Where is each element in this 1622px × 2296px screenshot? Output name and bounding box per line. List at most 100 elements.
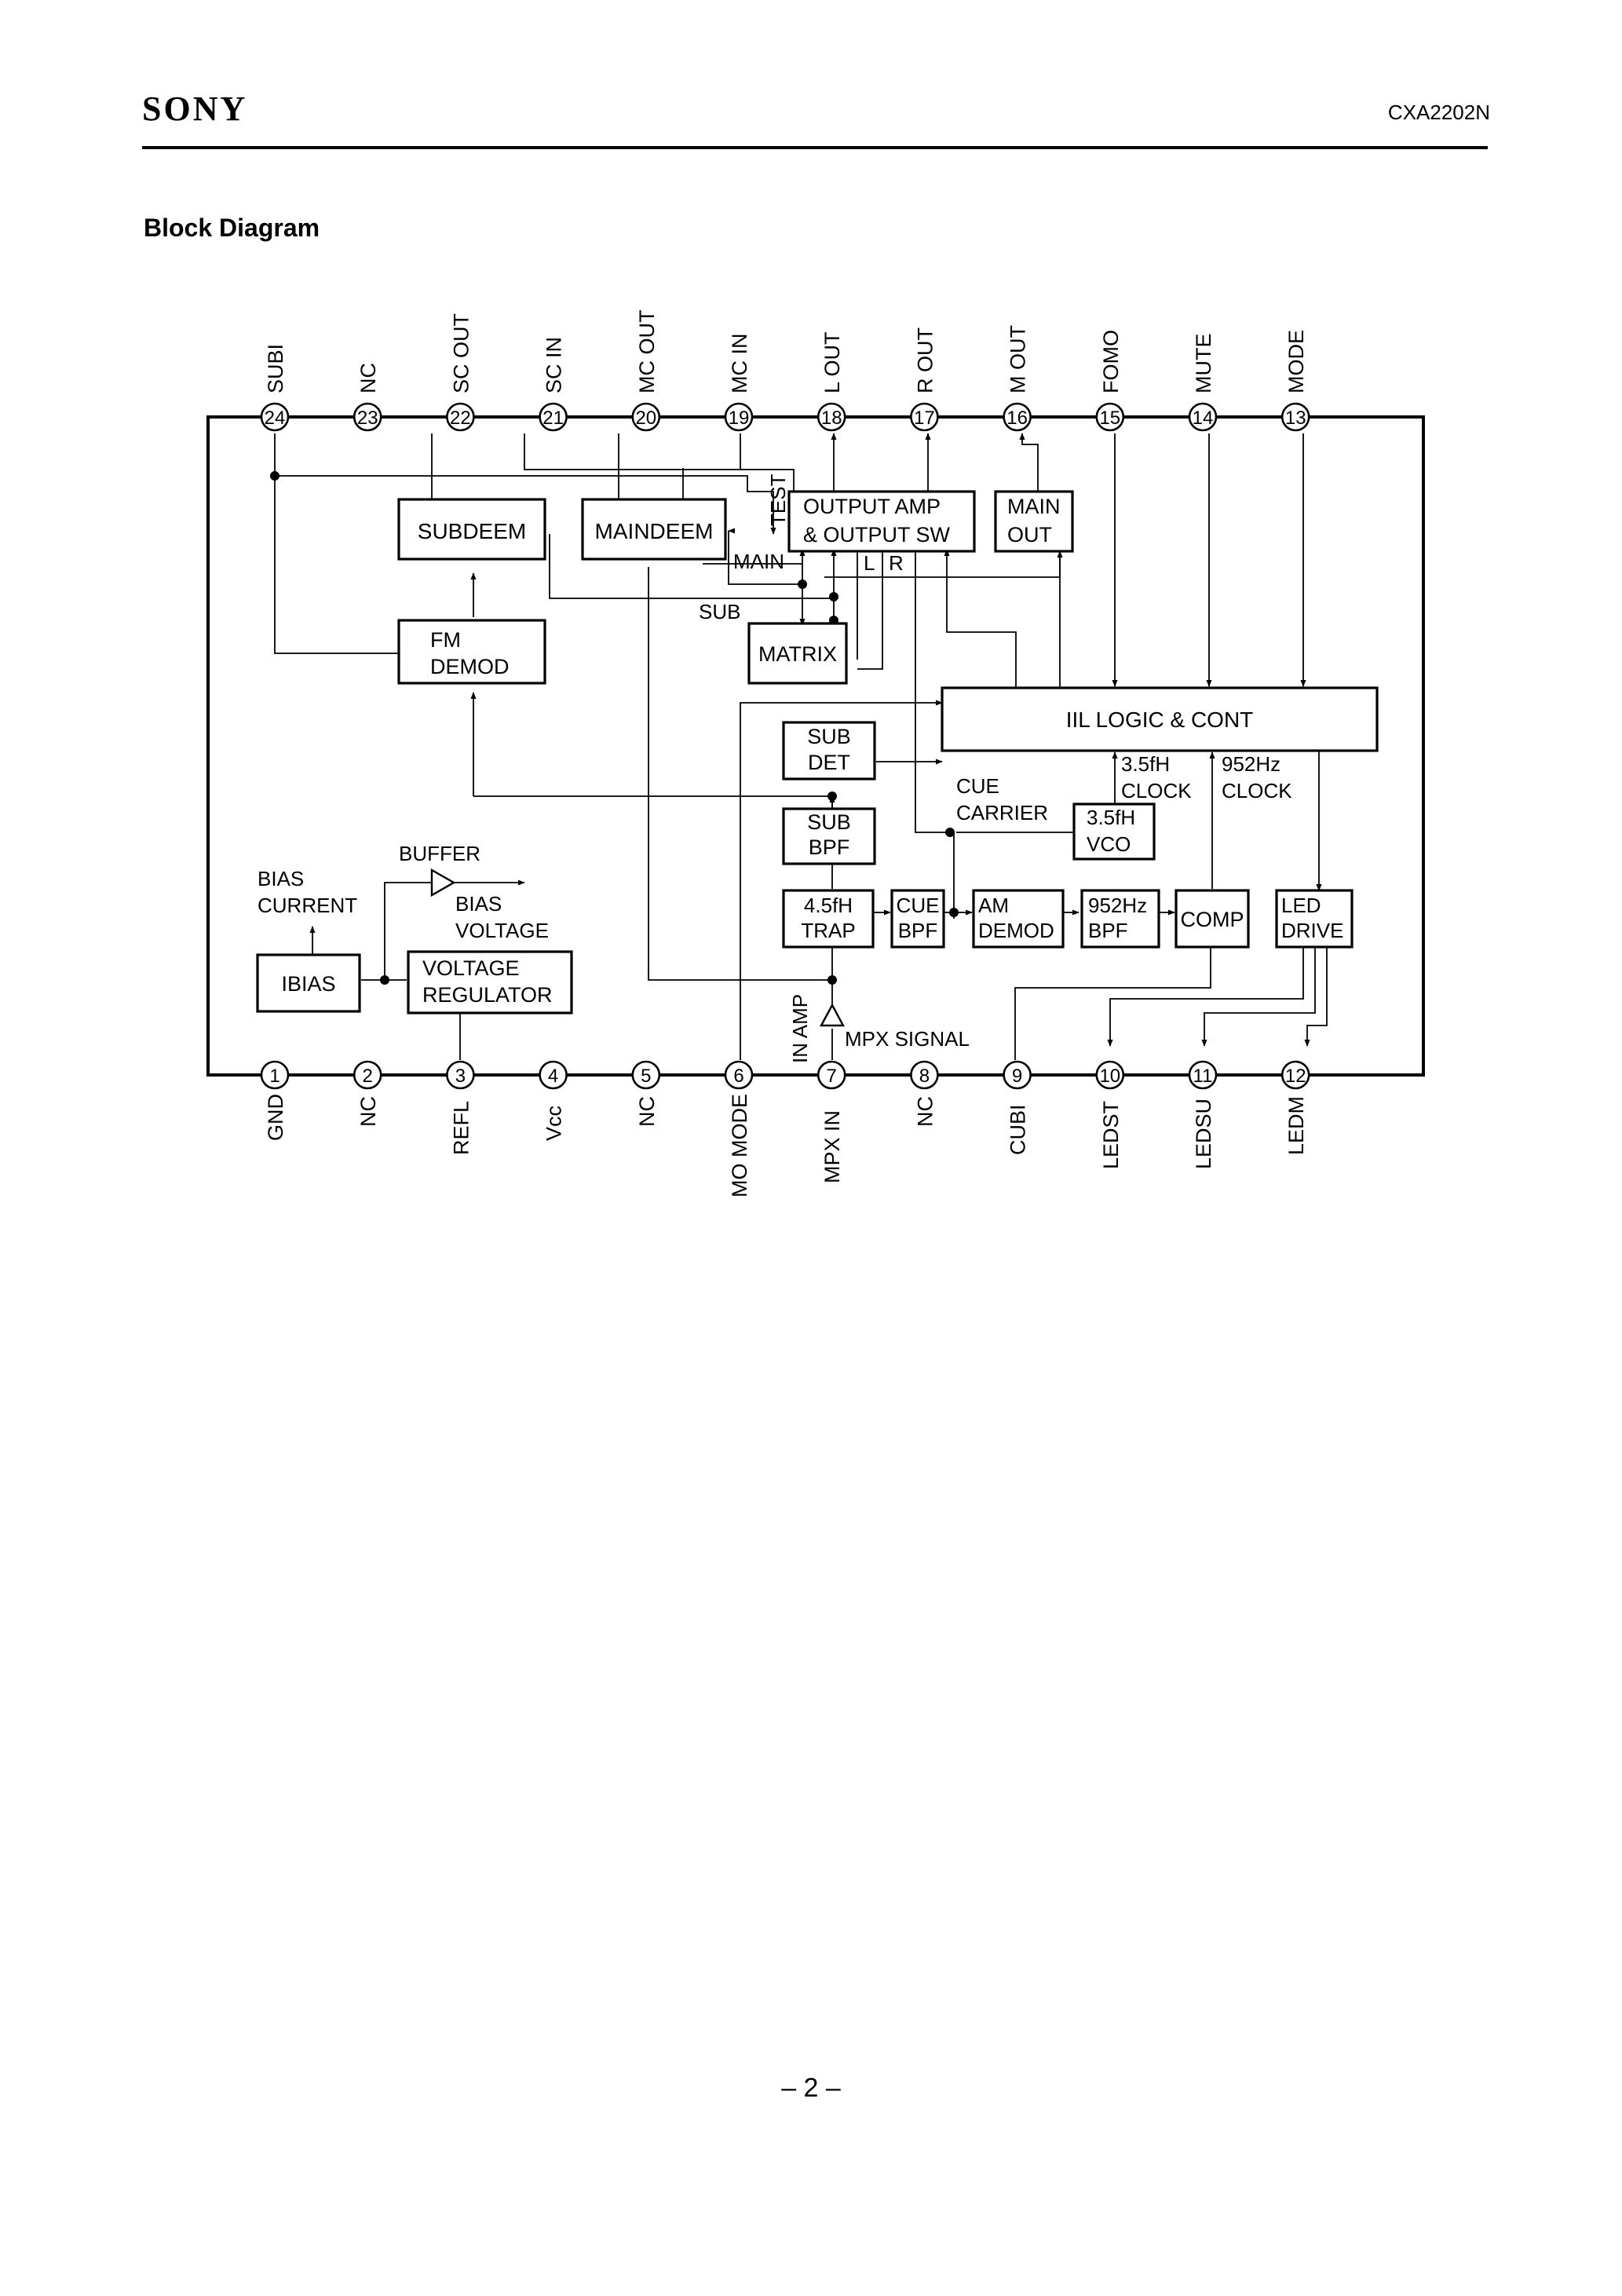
pin-label: MODE bbox=[1284, 330, 1308, 393]
svg-text:952Hz: 952Hz bbox=[1088, 894, 1147, 917]
pin-label: NC bbox=[913, 1096, 937, 1127]
block-sub-det: SUB DET bbox=[782, 721, 876, 781]
svg-text:BPF: BPF bbox=[809, 835, 850, 859]
pin-number: 19 bbox=[729, 408, 750, 429]
pin-number: 24 bbox=[265, 408, 286, 429]
label-bias-voltage-1: BIAS bbox=[455, 892, 502, 916]
svg-text:SUBDEEM: SUBDEEM bbox=[418, 519, 526, 543]
pin-5: 5NC bbox=[631, 1060, 661, 1127]
signal-labels: TEST MAIN SUB L R CUE CARRIER 3.5fH CLOC… bbox=[258, 473, 1292, 1063]
pin-number: 3 bbox=[455, 1066, 466, 1087]
svg-text:MAINDEEM: MAINDEEM bbox=[595, 519, 714, 543]
label-mpx-signal: MPX SIGNAL bbox=[845, 1027, 970, 1051]
pin-2: 2NC bbox=[353, 1060, 382, 1127]
svg-text:DEMOD: DEMOD bbox=[430, 655, 510, 678]
label-clock35-1: 3.5fH bbox=[1121, 752, 1170, 776]
block-am-demod: AM DEMOD bbox=[972, 889, 1065, 949]
svg-text:SUB: SUB bbox=[807, 810, 851, 834]
part-number: CXA2202N bbox=[1387, 101, 1490, 124]
pin-number: 17 bbox=[914, 408, 935, 429]
block-952hz-bpf: 952Hz BPF bbox=[1080, 889, 1160, 949]
svg-text:CUE: CUE bbox=[897, 894, 940, 917]
label-main: MAIN bbox=[733, 550, 784, 573]
pin-label: LEDST bbox=[1099, 1101, 1123, 1169]
svg-text:DET: DET bbox=[808, 751, 850, 774]
pin-label: R OUT bbox=[913, 327, 937, 393]
pin-label: MC OUT bbox=[635, 310, 659, 393]
svg-text:OUT: OUT bbox=[1007, 523, 1052, 547]
pin-14: 14 MUTE bbox=[1188, 334, 1218, 432]
label-clock35-2: CLOCK bbox=[1121, 779, 1192, 803]
label-bias-current-2: CURRENT bbox=[258, 894, 357, 917]
pin-label: SC IN bbox=[542, 337, 566, 393]
svg-text:AM: AM bbox=[978, 894, 1009, 917]
label-in-amp: IN AMP bbox=[788, 994, 812, 1063]
pin-label: L OUT bbox=[820, 331, 844, 393]
pin-label: MPX IN bbox=[820, 1110, 844, 1183]
pin-number: 14 bbox=[1193, 408, 1214, 429]
pin-number: 5 bbox=[641, 1066, 651, 1087]
sony-logo: SONY bbox=[142, 90, 248, 128]
pin-number: 8 bbox=[919, 1066, 930, 1087]
label-l: L bbox=[864, 551, 875, 575]
pin-number: 22 bbox=[450, 408, 471, 429]
pin-number: 10 bbox=[1099, 1066, 1120, 1087]
pin-number: 16 bbox=[1006, 408, 1028, 429]
svg-text:LED: LED bbox=[1281, 894, 1321, 917]
block-ibias: IBIAS bbox=[256, 953, 361, 1013]
pin-23: 23 NC bbox=[353, 363, 382, 432]
pin-label: M OUT bbox=[1006, 325, 1030, 393]
label-cue-carrier-1: CUE bbox=[956, 774, 999, 798]
pin-label: CUBI bbox=[1006, 1104, 1030, 1155]
pin-number: 23 bbox=[357, 408, 378, 429]
block-led-drive: LED DRIVE bbox=[1275, 889, 1353, 949]
label-sub: SUB bbox=[699, 600, 740, 623]
pin-number: 11 bbox=[1193, 1066, 1213, 1087]
pin-label: Vcc bbox=[542, 1106, 566, 1141]
svg-text:SUB: SUB bbox=[807, 725, 851, 748]
pin-number: 7 bbox=[827, 1066, 837, 1087]
section-title: Block Diagram bbox=[144, 214, 320, 242]
svg-text:DRIVE: DRIVE bbox=[1281, 919, 1343, 942]
block-cue-bpf: CUE BPF bbox=[890, 889, 945, 949]
pin-label: MO MODE bbox=[728, 1094, 751, 1197]
pin-label: MUTE bbox=[1192, 334, 1215, 394]
svg-text:3.5fH: 3.5fH bbox=[1087, 806, 1135, 829]
svg-text:FM: FM bbox=[430, 628, 461, 652]
pin-number: 12 bbox=[1285, 1066, 1306, 1087]
buffer-triangle bbox=[430, 868, 456, 898]
block-subdeem: SUBDEEM bbox=[397, 498, 546, 561]
svg-text:COMP: COMP bbox=[1181, 908, 1244, 931]
header-rule bbox=[142, 146, 1488, 149]
pin-label: NC bbox=[356, 1096, 380, 1127]
pin-label: GND bbox=[264, 1094, 287, 1141]
pin-number: 18 bbox=[821, 408, 842, 429]
label-clock952-2: CLOCK bbox=[1222, 779, 1292, 803]
label-bias-current-1: BIAS bbox=[258, 867, 304, 890]
block-maindeem: MAINDEEM bbox=[581, 498, 727, 561]
block-main-out: MAIN OUT bbox=[994, 490, 1074, 553]
svg-text:MATRIX: MATRIX bbox=[758, 642, 837, 666]
label-cue-carrier-2: CARRIER bbox=[956, 801, 1048, 824]
pin-6: 6MO MODE bbox=[724, 1060, 754, 1197]
pin-label: NC bbox=[356, 363, 380, 393]
page-number: – 2 – bbox=[781, 2073, 841, 2103]
pin-number: 13 bbox=[1285, 408, 1306, 429]
block-fm-demod: FM DEMOD bbox=[397, 619, 546, 685]
block-trap: 4.5fH TRAP bbox=[782, 889, 875, 949]
svg-text:OUTPUT AMP: OUTPUT AMP bbox=[803, 495, 941, 518]
pin-18: 18 L OUT bbox=[816, 331, 846, 432]
pin-label: REFL bbox=[449, 1101, 473, 1155]
pin-label: NC bbox=[635, 1096, 659, 1127]
